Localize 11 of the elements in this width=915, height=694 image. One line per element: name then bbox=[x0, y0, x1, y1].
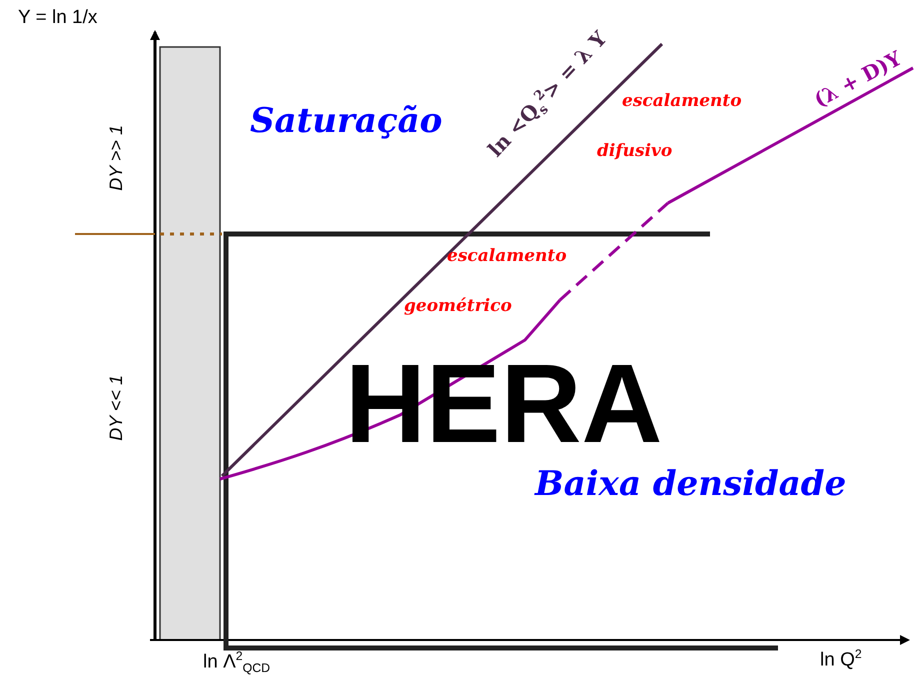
curve-label: (λ + D)Y bbox=[810, 46, 905, 112]
region-label: Baixa densidade bbox=[535, 466, 846, 504]
axis-title: ln Q$^{2}$ bbox=[820, 648, 862, 672]
regime-label: escalamento bbox=[622, 92, 742, 111]
axis-title: Y = ln 1/x bbox=[18, 8, 98, 29]
region-label: Saturação bbox=[250, 103, 442, 140]
regime-label: geométrico bbox=[404, 297, 512, 316]
regime-label: escalamento bbox=[447, 247, 567, 266]
regime-label: difusivo bbox=[597, 142, 672, 161]
axis-annotation: DY << 1 bbox=[106, 375, 127, 441]
axis-annotation: DY >> 1 bbox=[106, 125, 127, 191]
